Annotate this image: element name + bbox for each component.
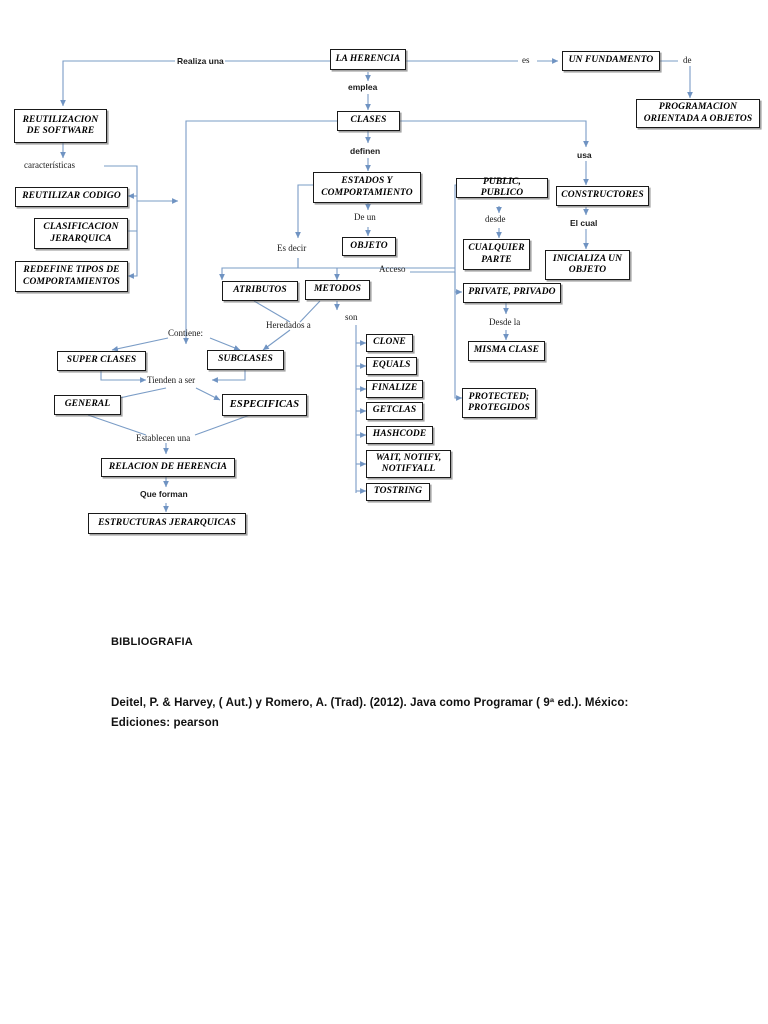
node-label: CONSTRUCTORES — [561, 190, 644, 201]
node-especificas[interactable]: ESPECIFICAS — [222, 394, 307, 416]
node-label: PUBLIC, PUBLICO — [480, 176, 524, 199]
edge-label-contiene: Contiene: — [168, 328, 203, 338]
node-estructuras-jerarquicas[interactable]: ESTRUCTURAS JERARQUICAS — [88, 513, 246, 534]
node-label: EQUALS — [372, 360, 411, 371]
node-estados-y-comportamiento[interactable]: ESTADOS Y COMPORTAMIENTO — [313, 172, 421, 203]
node-label: ESTRUCTURAS JERARQUICAS — [98, 517, 236, 528]
node-relacion-de-herencia[interactable]: RELACION DE HERENCIA — [101, 458, 235, 477]
node-label: REDEFINE TIPOS DE COMPORTAMIENTOS — [23, 265, 120, 287]
edge-label-es-decir: Es decir — [277, 243, 307, 253]
node-subclases[interactable]: SUBCLASES — [207, 350, 284, 370]
edge-label-realiza-una: Realiza una — [177, 56, 224, 66]
node-label: CUALQUIER PARTE — [468, 243, 525, 265]
edge-label-tienden-a-ser: Tienden a ser — [147, 375, 196, 385]
node-label: ATRIBUTOS — [233, 285, 287, 296]
node-private-privado[interactable]: PRIVATE, PRIVADO — [463, 283, 561, 303]
node-label: ESPECIFICAS — [229, 399, 300, 411]
node-finalize[interactable]: FINALIZE — [366, 380, 423, 398]
node-label: CLONE — [373, 337, 406, 348]
node-tostring[interactable]: TOSTRING — [366, 483, 430, 501]
node-label: GETCLAS — [372, 405, 417, 416]
node-label: MISMA CLASE — [473, 345, 540, 356]
node-label: ESTADOS Y COMPORTAMIENTO — [321, 176, 413, 198]
node-label: RELACION DE HERENCIA — [108, 461, 228, 472]
node-atributos[interactable]: ATRIBUTOS — [222, 281, 298, 301]
edge-label-acceso: Acceso — [379, 264, 406, 274]
edge-label-es: es — [522, 55, 530, 65]
edge-label-emplea: emplea — [348, 82, 378, 92]
node-objeto[interactable]: OBJETO — [342, 237, 396, 256]
edge-label-que-forman: Que forman — [140, 489, 188, 499]
node-getclas[interactable]: GETCLAS — [366, 402, 423, 420]
node-clasificacion-jerarquica[interactable]: CLASIFICACION JERARQUICA — [34, 218, 128, 249]
node-hashcode[interactable]: HASHCODE — [366, 426, 433, 444]
node-label: GENERAL — [64, 399, 111, 410]
bibliography-reference: Deitel, P. & Harvey, ( Aut.) y Romero, A… — [111, 697, 629, 729]
node-label: PROGRAMACION ORIENTADA A OBJETOS — [643, 102, 753, 124]
node-protected-protegidos[interactable]: PROTECTED; PROTEGIDOS — [462, 388, 536, 418]
edge-label-el-cual: El cual — [570, 218, 598, 228]
node-label: WAIT, NOTIFY, NOTIFYALL — [375, 452, 442, 475]
node-label: TOSTRING — [373, 486, 423, 497]
edge-label-desde-la: Desde la — [489, 317, 521, 327]
edge-label-establecen-una: Establecen una — [136, 433, 191, 443]
node-label: REUTILIZAR CODIGO — [22, 191, 121, 202]
bibliography-heading: BIBLIOGRAFIA — [111, 636, 193, 648]
node-label: INICIALIZA UN OBJETO — [552, 253, 623, 276]
node-general[interactable]: GENERAL — [54, 395, 121, 415]
edge-label-usa: usa — [577, 150, 592, 160]
node-label: LA HERENCIA — [335, 53, 401, 64]
node-la-herencia[interactable]: LA HERENCIA — [330, 49, 406, 70]
edge-label-desde: desde — [485, 214, 506, 224]
node-misma-clase[interactable]: MISMA CLASE — [468, 341, 545, 361]
node-clases[interactable]: CLASES — [337, 111, 400, 131]
node-label: CLASES — [350, 115, 387, 126]
node-inicializa-un-objeto[interactable]: INICIALIZA UN OBJETO — [545, 250, 630, 280]
node-label: FINALIZE — [371, 383, 418, 394]
node-label: OBJETO — [350, 240, 388, 251]
node-reutilizacion-de-software[interactable]: REUTILIZACION DE SOFTWARE — [14, 109, 107, 143]
edge-label-caracteristicas: características — [24, 160, 75, 170]
node-label: PROTECTED; PROTEGIDOS — [468, 391, 530, 414]
edge-label-definen: definen — [350, 146, 381, 156]
node-reutilizar-codigo[interactable]: REUTILIZAR CODIGO — [15, 187, 128, 207]
node-clone[interactable]: CLONE — [366, 334, 413, 352]
node-metodos[interactable]: METODOS — [305, 280, 370, 300]
node-label: PRIVATE, PRIVADO — [468, 287, 556, 298]
node-label: HASHCODE — [372, 429, 427, 440]
node-label: SUBCLASES — [218, 354, 273, 365]
node-label: CLASIFICACION JERARQUICA — [43, 222, 119, 244]
node-equals[interactable]: EQUALS — [366, 357, 417, 375]
node-label: SUPER CLASES — [66, 355, 137, 366]
edge-label-son: son — [345, 312, 358, 322]
node-label: REUTILIZACION DE SOFTWARE — [22, 114, 99, 137]
node-public-publico[interactable]: PUBLIC, PUBLICO — [456, 176, 548, 199]
edge-label-de-un: De un — [354, 212, 376, 222]
node-wait-notify-notifyall[interactable]: WAIT, NOTIFY, NOTIFYALL — [366, 450, 451, 478]
edge-label-heredados-a: Heredados a — [266, 320, 311, 330]
edge-label-de: de — [683, 55, 692, 65]
node-super-clases[interactable]: SUPER CLASES — [57, 351, 146, 371]
node-redefine-tipos-comportamientos[interactable]: REDEFINE TIPOS DE COMPORTAMIENTOS — [15, 261, 128, 292]
node-constructores[interactable]: CONSTRUCTORES — [556, 186, 649, 206]
node-label: METODOS — [314, 284, 361, 295]
node-cualquier-parte[interactable]: CUALQUIER PARTE — [463, 239, 530, 270]
node-label: UN FUNDAMENTO — [568, 55, 654, 66]
node-programacion-orientada-objetos[interactable]: PROGRAMACION ORIENTADA A OBJETOS — [636, 99, 760, 128]
node-un-fundamento[interactable]: UN FUNDAMENTO — [562, 51, 660, 71]
